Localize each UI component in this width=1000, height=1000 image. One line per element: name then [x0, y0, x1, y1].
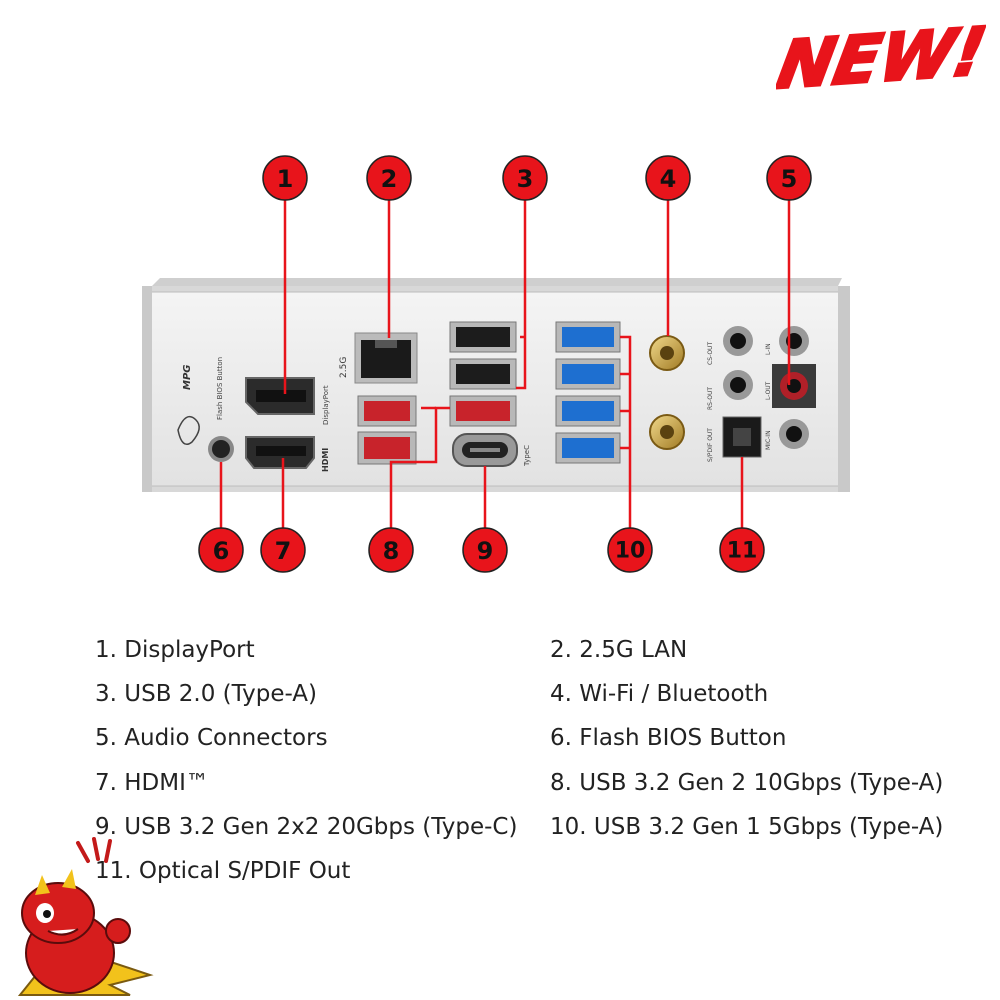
displayport-port	[245, 377, 315, 415]
hdmi-label: HDMI	[321, 448, 330, 472]
port-legend: 1. DisplayPort 2. 2.5G LAN 3. USB 2.0 (T…	[95, 628, 975, 893]
cs-out-label: CS-OUT	[707, 342, 714, 365]
line-out-label: L-OUT	[765, 381, 772, 400]
legend-item: 6. Flash BIOS Button	[550, 725, 787, 752]
callout-9-number: 9	[477, 537, 494, 565]
legend-item: 3. USB 2.0 (Type-A)	[95, 681, 317, 708]
callout-8: 8	[368, 527, 414, 573]
callout-7: 7	[260, 527, 306, 573]
callout-4: 4	[645, 155, 691, 201]
wifi-antenna-connectors	[649, 335, 685, 450]
callout-10: 10	[607, 527, 653, 573]
callout-11-number: 11	[727, 539, 758, 564]
lan-port	[354, 332, 418, 384]
usb-c-port	[452, 433, 518, 467]
callout-leaders	[219, 200, 791, 530]
callout-7-number: 7	[275, 537, 292, 565]
callout-1-number: 1	[277, 165, 294, 193]
usb-gen2-ports	[357, 395, 517, 465]
legend-item: 5. Audio Connectors	[95, 725, 328, 752]
line-in-label: L-IN	[765, 343, 772, 355]
callout-3: 3	[502, 155, 548, 201]
legend-item: 1. DisplayPort	[95, 637, 255, 663]
callout-1: 1	[262, 155, 308, 201]
optical-label: S/PDIF OUT	[707, 428, 714, 462]
new-badge-text: NEW!	[776, 13, 986, 100]
new-badge: NEW!	[776, 12, 986, 100]
mic-in-label: MIC-IN	[765, 430, 772, 450]
callout-2-number: 2	[381, 165, 398, 193]
callout-11: 11	[719, 527, 765, 573]
legend-item: 2. 2.5G LAN	[550, 637, 688, 663]
legend-item: 10. USB 3.2 Gen 1 5Gbps (Type-A)	[550, 813, 944, 840]
callout-10-number: 10	[615, 539, 646, 564]
legend-item: 4. Wi-Fi / Bluetooth	[550, 681, 769, 708]
io-panel-diagram: MPG Flash BIOS Button DisplayPort HDMI 2…	[142, 155, 850, 573]
callout-8-number: 8	[383, 537, 400, 565]
callout-5-number: 5	[781, 165, 798, 193]
callout-3-number: 3	[517, 165, 534, 193]
legend-item: 8. USB 3.2 Gen 2 10Gbps (Type-A)	[550, 769, 944, 796]
brand-logo-icon: MPG	[177, 365, 200, 445]
hdmi-port	[245, 436, 315, 469]
legend-item: 11. Optical S/PDIF Out	[95, 857, 351, 884]
callout-6: 6	[198, 527, 244, 573]
red-dragon-mascot-icon	[17, 837, 154, 996]
callout-2: 2	[366, 155, 412, 201]
bios-button-label: Flash BIOS Button	[216, 357, 224, 420]
usb-c-label: TypeC	[523, 445, 531, 467]
callout-6-number: 6	[213, 537, 230, 565]
displayport-label: DisplayPort	[322, 385, 330, 425]
audio-jacks	[723, 326, 816, 449]
brand-label: MPG	[182, 365, 193, 391]
legend-item: 9. USB 3.2 Gen 2x2 20Gbps (Type-C)	[95, 813, 518, 840]
rs-out-label: RS-OUT	[707, 387, 714, 410]
callout-9: 9	[462, 527, 508, 573]
legend-item: 7. HDMI™	[95, 769, 209, 796]
lan-label: 2.5G	[339, 357, 349, 378]
flash-bios-button-port	[208, 436, 234, 462]
callout-5: 5	[766, 155, 812, 201]
callout-4-number: 4	[660, 165, 677, 193]
usb-2-ports	[449, 321, 517, 390]
optical-spdif-port	[722, 416, 762, 458]
